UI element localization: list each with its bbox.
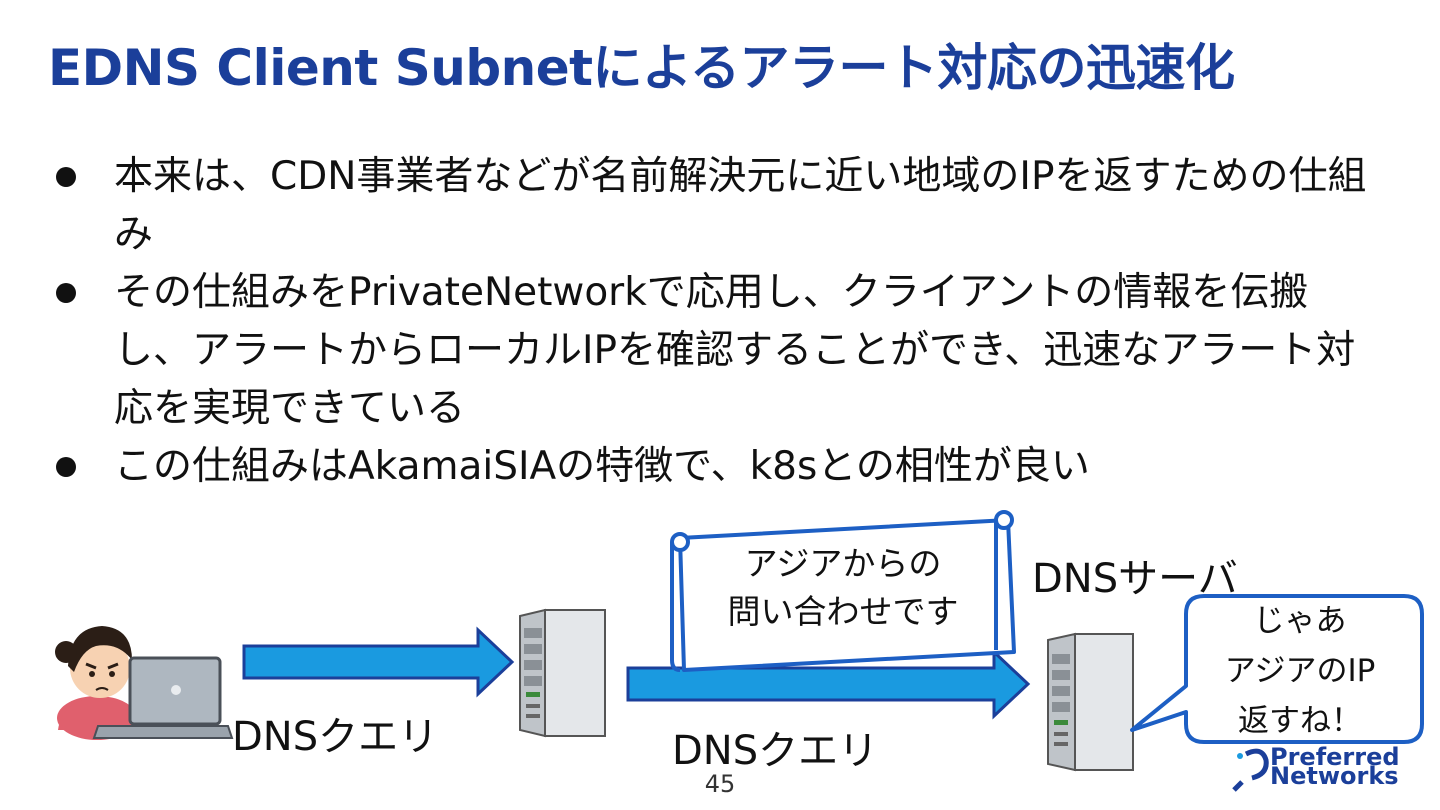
bubble-line-3: 返すね！ [1238, 703, 1362, 739]
dns-query-arrow-1 [242, 626, 515, 698]
dns-server-label: DNSサーバ [1032, 556, 1238, 602]
bullet-dot-icon [56, 283, 76, 303]
bullet-item: その仕組みをPrivateNetworkで応用し、クライアントの情報を伝搬し、ア… [56, 264, 1386, 438]
speech-bubble [1130, 594, 1424, 744]
bullet-text: 本来は、CDN事業者などが名前解決元に近い地域のIPを返すための仕組み [114, 154, 1367, 257]
scroll-line-2: 問い合わせです [727, 592, 959, 631]
user-with-laptop-icon [55, 626, 234, 740]
bullet-dot-icon [56, 457, 76, 477]
scroll-line-1: アジアからの [744, 544, 942, 583]
bullet-list: 本来は、CDN事業者などが名前解決元に近い地域のIPを返すための仕組み その仕組… [56, 148, 1386, 496]
scroll-note-text: アジアからの 問い合わせです [688, 540, 998, 636]
bubble-line-1: じゃあ [1253, 603, 1347, 639]
page-number: 45 [704, 770, 736, 798]
bubble-line-2: アジアのIP [1224, 653, 1376, 689]
bullet-item: この仕組みはAkamaiSIAの特徴で、k8sとの相性が良い [56, 438, 1386, 496]
preferred-networks-logo-icon [1232, 748, 1269, 792]
logo-line-1: Preferred [1270, 743, 1400, 771]
logo-line-2: Networks [1270, 762, 1399, 790]
dns-query-label-2: DNSクエリ [672, 728, 879, 774]
speech-bubble-text: じゃあ アジアのIP 返すね！ [1186, 596, 1414, 746]
bullet-dot-icon [56, 167, 76, 187]
bullet-item: 本来は、CDN事業者などが名前解決元に近い地域のIPを返すための仕組み [56, 148, 1386, 264]
scroll-note [670, 510, 1016, 672]
dns-query-label-1: DNSクエリ [232, 714, 439, 760]
bullet-text: その仕組みをPrivateNetworkで応用し、クライアントの情報を伝搬し、ア… [114, 270, 1356, 431]
company-logo: Preferred Networks [1270, 743, 1400, 790]
bullet-text: この仕組みはAkamaiSIAの特徴で、k8sとの相性が良い [114, 444, 1090, 489]
dns-server-icon [1047, 632, 1134, 772]
local-server-icon [519, 608, 606, 738]
slide-title: EDNS Client Subnetによるアラート対応の迅速化 [48, 39, 1235, 97]
